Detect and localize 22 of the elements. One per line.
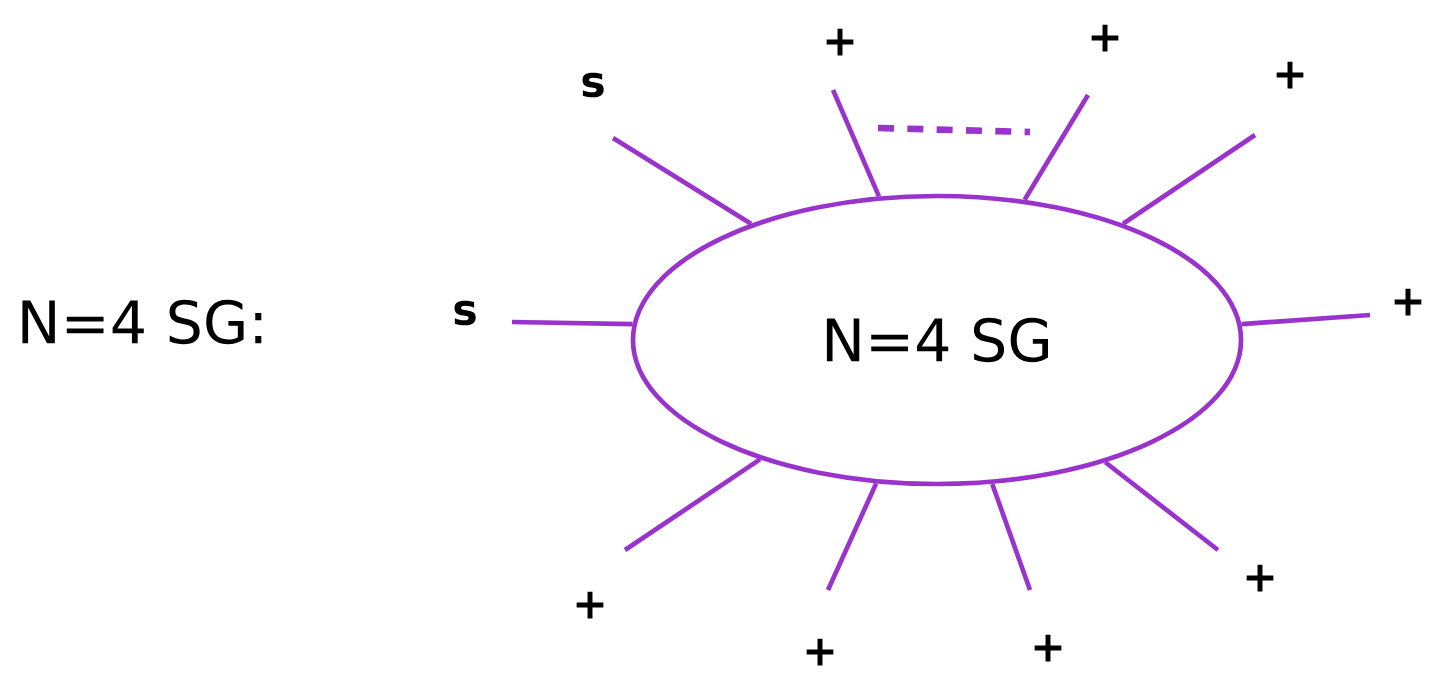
diagram-label: N=4 SG: [22,299,262,345]
leg-line [830,89,882,198]
ellipse-node: N=4 SG [630,193,1244,487]
leg-line [1241,312,1371,327]
leg-line [1103,460,1220,552]
sign-label: + [826,28,854,56]
leg-line [511,319,633,327]
sign-label: + [1246,564,1274,592]
sign-label: + [806,638,834,666]
sign-label: + [1276,61,1304,89]
leg-line [825,482,879,591]
leg-line [623,457,762,552]
leg-line [1022,93,1090,201]
sign-label: s [454,300,476,326]
sign-label: + [1034,634,1062,662]
sign-label: + [1394,288,1422,316]
sign-label: + [576,591,604,619]
leg-line [1121,133,1257,226]
sign-label: s [582,72,604,98]
sign-label: + [1091,24,1119,52]
leg-line [611,136,753,226]
leg-line [990,483,1033,591]
